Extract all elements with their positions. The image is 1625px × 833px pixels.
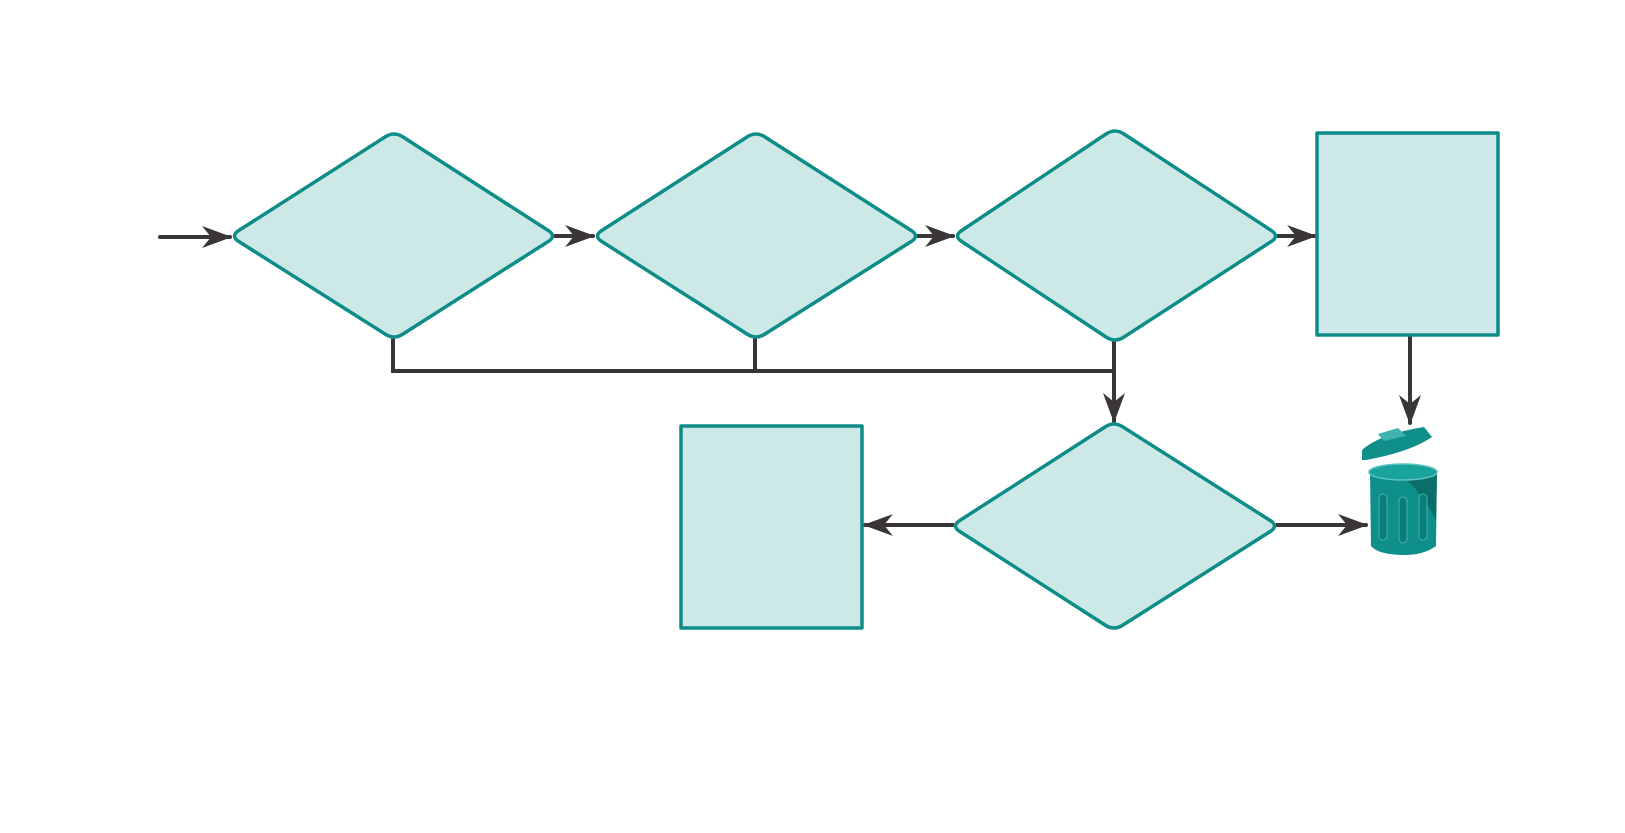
process-node-1[interactable] [1315,131,1500,337]
decision-node-4[interactable] [953,422,1277,630]
process-node-2[interactable] [679,424,864,630]
trash-icon[interactable] [1362,427,1438,555]
nodes [232,129,1500,630]
edges [158,225,1421,536]
decision-node-1[interactable] [232,132,555,339]
decision-node-3[interactable] [955,129,1278,342]
edge-d1-merge [391,338,1114,373]
decision-node-2[interactable] [595,132,918,339]
